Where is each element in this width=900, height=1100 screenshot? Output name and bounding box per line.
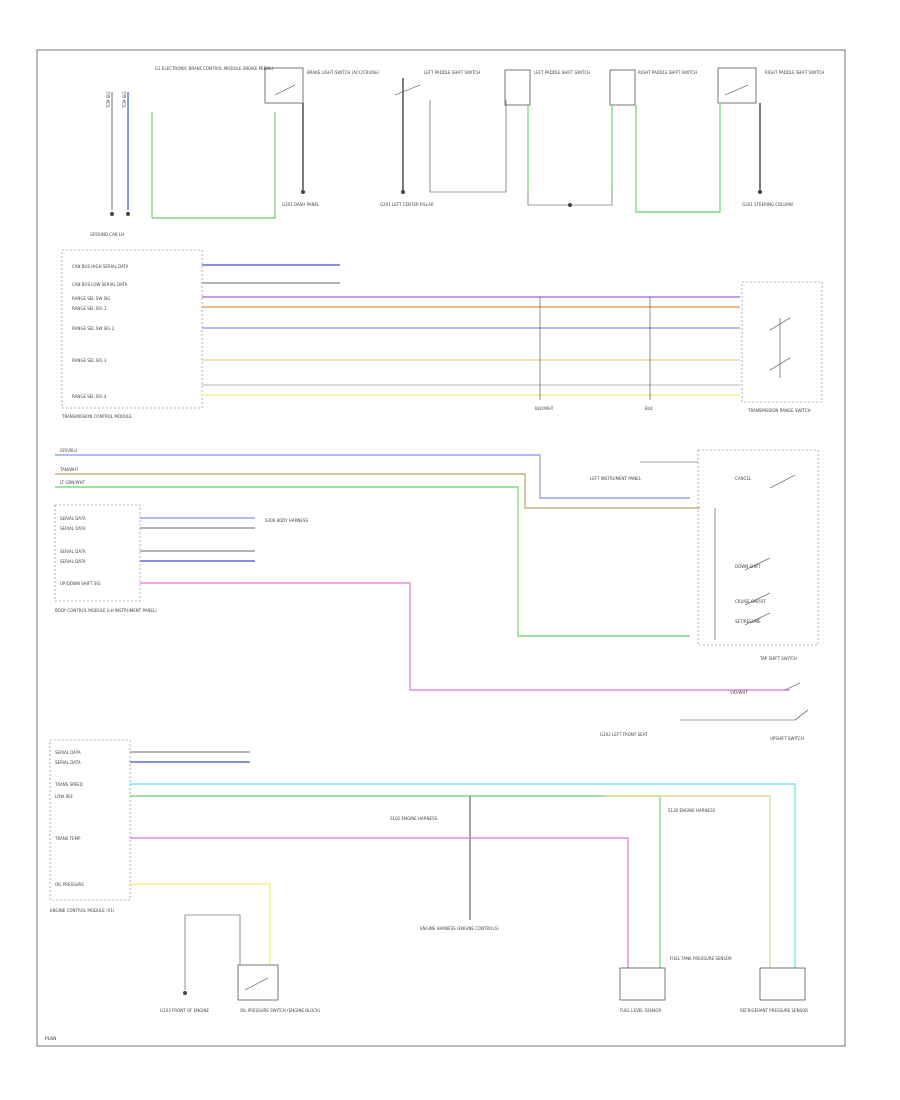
s130-label: S130 ENGINE HARNESS <box>668 808 716 813</box>
bcm-pin-2: SERIAL DATA <box>60 549 86 554</box>
footer-code: PL6N <box>45 1036 56 1042</box>
tcm-pin-5: RANGE SEL SIG 3 <box>72 358 107 363</box>
tcm-pin-labels: CAN BUS HIGH SERIAL DATA CAN BUS LOW SER… <box>72 264 129 399</box>
oil-sensor-label: OIL PRESSURE SWITCH (ENGINE BLOCK) <box>240 1008 321 1013</box>
mid-left-wires: GRY/BLU TAN/WHT LT GRN/WHT <box>55 448 700 637</box>
left-paddle-label-1: LEFT PADDLE SHIFT SWITCH <box>424 70 480 75</box>
ground-g3-label: G201 STEERING COLUMN <box>742 202 793 207</box>
fuel-pressure-label: FUEL TANK PRESSURE SENSOR <box>670 956 732 961</box>
tcm-sig-label-1: TCM SIG <box>106 91 111 109</box>
tcm-wires <box>202 264 740 400</box>
tap-switch-label-1: CRUISE ON/OFF <box>735 599 767 604</box>
fuel-level-label: FUEL LEVEL SENSOR <box>620 1008 662 1013</box>
bcm-pin-3: SERIAL DATA <box>60 559 86 564</box>
ground-g2-label: G201 LEFT CENTER PILLAR <box>380 202 434 207</box>
right-paddle-label-2: RIGHT PADDLE SHIFT SWITCH <box>765 70 824 75</box>
left-paddle-switch-2: LEFT PADDLE SHIFT SWITCH <box>429 69 590 193</box>
range-switch-title: TRANSMISSION RANGE SWITCH <box>747 408 811 413</box>
tcm-circuit-a: BLK/WHT <box>535 406 554 411</box>
ecm-box <box>49 739 131 901</box>
right-paddle-switch-1: RIGHT PADDLE SHIFT SWITCH <box>527 69 697 207</box>
up-wire-label: VIO/WHT <box>730 690 748 695</box>
refrigerant-label: REFRIGERANT PRESSURE SENSOR <box>740 1008 808 1013</box>
oil-pressure-switch: G103 FRONT OF ENGINE OIL PRESSURE SWITCH… <box>160 914 321 1013</box>
left-paddle-label-2: LEFT PADDLE SHIFT SWITCH <box>534 70 590 75</box>
bcm-box <box>54 504 141 602</box>
splice-mid2-label: ENGINE HARNESS (ENGINE CONTROLS) <box>420 926 499 931</box>
diagram-frame <box>36 49 846 1047</box>
tap-shift-switch: DOWN SHIFT CRUISE ON/OFF CANCEL SET/RESU… <box>697 449 819 661</box>
brake-light-switch-label: BRAKE LIGHT SWITCH (ACC/CRUISE) <box>307 70 380 75</box>
ecm-wires <box>130 751 796 968</box>
ecm-pin-4: TRANS TEMP <box>54 836 81 841</box>
ground-right-label: G202 LEFT FRONT SEAT <box>600 732 648 737</box>
ecm-pin-2: TRANS SPEED <box>54 782 83 787</box>
brake-light-switch: BRAKE LIGHT SWITCH (ACC/CRUISE) G201 DAS… <box>264 67 380 207</box>
splice-left-label: S306 BODY HARNESS <box>265 518 308 523</box>
tcm-box <box>61 249 203 409</box>
mid-wire-label-1: TAN/WHT <box>59 467 79 472</box>
bcm-pin-1: SERIAL DATA <box>60 526 86 531</box>
transmission-range-switch: TRANSMISSION RANGE SWITCH <box>741 281 823 413</box>
tcm-pin-3: RANGE SEL SIG 1 <box>72 306 107 311</box>
bcm-title: BODY CONTROL MODULE (LH INSTRUMENT PANEL… <box>55 608 157 613</box>
tap-switch-label-3: SET/RESUME <box>735 619 761 624</box>
mid-wire-label-0: GRY/BLU <box>60 448 77 453</box>
top-left-wires: TCM SIG TCM SIG GROUND CAB LH <box>90 91 153 237</box>
tcm-pin-4: RANGE SEL SW SIG 2 <box>72 326 115 331</box>
green-link-wire <box>152 112 276 219</box>
upshift-switch: VIO/WHT UPSHIFT SWITCH G202 LEFT FRONT S… <box>590 461 809 741</box>
tcm-circuit-b: BLK <box>645 406 653 411</box>
splice-mid-label: S102 ENGINE HARNESS <box>390 816 438 821</box>
tap-switch-title: TAP SHIFT SWITCH <box>759 656 797 661</box>
ecm-pin-1: SERIAL DATA <box>55 760 81 765</box>
refrigerant-sensor: REFRIGERANT PRESSURE SENSOR <box>740 967 808 1013</box>
ebcm-label: G1 ELECTRONIC BRAKE CONTROL MODULE (BRAK… <box>155 66 274 71</box>
ground-left-label: GROUND CAB LH <box>90 232 124 237</box>
ground-label: LEFT INSTRUMENT PANEL <box>590 476 642 481</box>
ground-g1-label: G201 DASH PANEL <box>282 202 320 207</box>
upshift-label: UPSHIFT SWITCH <box>770 736 804 741</box>
tcm-pin-1: CAN BUS LOW SERIAL DATA <box>72 282 128 287</box>
bcm-pin-labels: SERIAL DATA SERIAL DATA SERIAL DATA SERI… <box>60 516 101 586</box>
ecm-pin-5: OIL PRESSURE <box>55 882 84 887</box>
ecm-pin-0: SERIAL DATA <box>55 750 81 755</box>
mid-wire-label-2: LT GRN/WHT <box>60 480 86 485</box>
bcm-pin-0: SERIAL DATA <box>60 516 86 521</box>
tcm-sig-label-2: TCM SIG <box>122 91 127 109</box>
tap-switch-label-2: CANCEL <box>735 476 752 481</box>
tcm-pin-2: RANGE SEL SW SIG <box>72 296 110 301</box>
tcm-pin-0: CAN BUS HIGH SERIAL DATA <box>72 264 129 269</box>
ecm-title: ENGINE CONTROL MODULE (X1) <box>50 908 115 913</box>
tcm-title: TRANSMISSION CONTROL MODULE <box>61 414 132 419</box>
fuel-level-sensor: FUEL LEVEL SENSOR FUEL TANK PRESSURE SEN… <box>619 956 732 1013</box>
ecm-pin-labels: SERIAL DATA SERIAL DATA TRANS SPEED LOW … <box>54 750 84 887</box>
tcm-pin-6: RANGE SEL SIG 4 <box>72 394 107 399</box>
ground-bottom-label: G103 FRONT OF ENGINE <box>160 1008 209 1013</box>
right-paddle-label-1: RIGHT PADDLE SHIFT SWITCH <box>638 70 697 75</box>
bcm-wires <box>140 517 790 691</box>
left-paddle-switch-1: LEFT PADDLE SHIFT SWITCH G201 LEFT CENTE… <box>380 70 480 207</box>
right-paddle-switch-2: RIGHT PADDLE SHIFT SWITCH G201 STEERING … <box>635 67 824 213</box>
ecm-pin-3: LOW REF <box>55 794 74 799</box>
bcm-pin-4: UP/DOWN SHIFT SIG <box>60 581 101 586</box>
tap-switch-label-0: DOWN SHIFT <box>735 564 761 569</box>
